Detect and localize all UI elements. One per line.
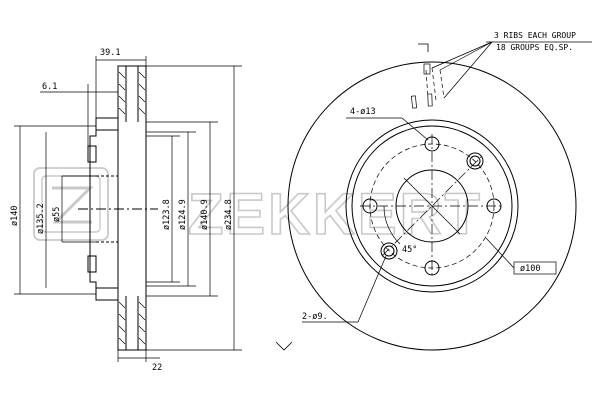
dim-dia-5: ø140.9 (200, 199, 210, 230)
side-view-dimension-lines (14, 56, 242, 362)
dim-dia-4: ø124.9 (178, 199, 188, 230)
vent-note-line1: 3 RIBS EACH GROUP (494, 31, 576, 40)
dim-dia-6: ø234.8 (224, 199, 234, 230)
bolt-holes-label: 4-ø13 (350, 107, 376, 117)
threaded-hole-lower (380, 242, 398, 260)
side-view (78, 65, 158, 351)
dim-dia-0: ø140 (10, 206, 20, 226)
hat-circle (345, 119, 519, 293)
dim-dia-1: ø135.2 (36, 203, 46, 234)
dim-disc-thickness: 22 (152, 363, 162, 373)
disc-outer-circle (287, 61, 577, 351)
watermark-logo: ZEKKERT (33, 167, 481, 248)
side-view-dimension-labels: 39.1 6.1 22 ø140 ø135.2 ø55 ø123.8 ø124.… (10, 48, 234, 373)
threaded-holes-label: 2-ø9. (302, 312, 328, 322)
dim-hat-offset: 6.1 (42, 82, 57, 92)
dim-dia-2: ø55 (52, 207, 62, 222)
dim-dia-3: ø123.8 (162, 199, 172, 230)
dim-overall-width: 39.1 (100, 48, 120, 58)
front-view-labels: 3 RIBS EACH GROUP 18 GROUPS EQ.SP. 4-ø13… (302, 31, 576, 322)
vent-note-line2: 18 GROUPS EQ.SP. (496, 43, 573, 52)
angle-label: 45° (402, 245, 417, 255)
front-view (275, 43, 577, 351)
bolt-circle-label: ø100 (520, 264, 540, 274)
front-view-leaders (302, 41, 592, 323)
threaded-hole-upper (466, 152, 484, 170)
